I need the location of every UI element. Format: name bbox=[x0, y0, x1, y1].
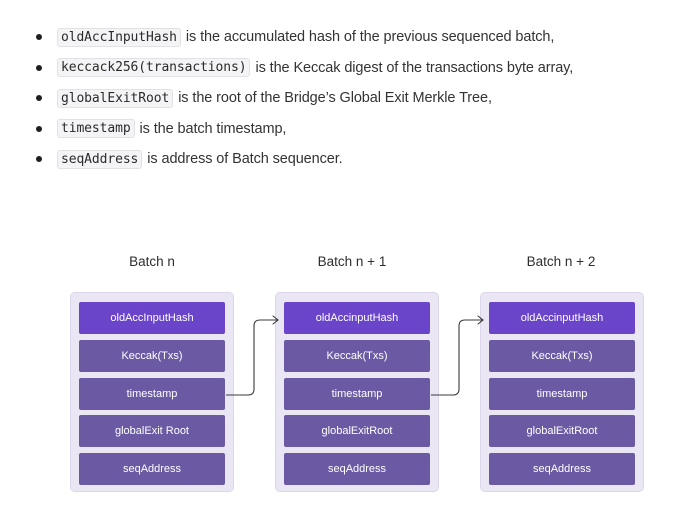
list-item: timestamp is the batch timestamp, bbox=[36, 114, 573, 145]
connector-arrow-2 bbox=[431, 319, 483, 396]
old-acc-input-hash-field: oldAccinputHash bbox=[489, 302, 635, 334]
timestamp-field: timestamp bbox=[284, 378, 430, 410]
list-item: keccack256(transactions) is the Keccak d… bbox=[36, 53, 573, 84]
batch-n-label: Batch n bbox=[129, 254, 175, 269]
bullet-icon bbox=[36, 125, 42, 132]
keccak-txs-field: Keccak(Txs) bbox=[284, 340, 430, 372]
list-item-text: is the batch timestamp, bbox=[139, 120, 287, 137]
inline-code: globalExitRoot bbox=[57, 88, 174, 108]
batch-n-plus-1-panel: oldAccinputHash Keccak(Txs) timestamp gl… bbox=[275, 292, 439, 492]
old-acc-input-hash-field: oldAccInputHash bbox=[79, 302, 225, 334]
global-exit-root-field: globalExitRoot bbox=[489, 415, 635, 447]
arrow-head-1 bbox=[272, 315, 279, 325]
inline-code: timestamp bbox=[57, 119, 135, 139]
inline-code: seqAddress bbox=[57, 149, 143, 169]
bullet-icon bbox=[36, 34, 42, 41]
batch-n-plus-2-panel: oldAccinputHash Keccak(Txs) timestamp gl… bbox=[480, 292, 644, 492]
timestamp-field: timestamp bbox=[79, 378, 225, 410]
list-item: globalExitRoot is the root of the Bridge… bbox=[36, 83, 573, 114]
list-item-text: is the accumulated hash of the previous … bbox=[185, 29, 555, 46]
inline-code: keccack256(transactions) bbox=[57, 58, 251, 78]
list-item: seqAddress is address of Batch sequencer… bbox=[36, 144, 573, 175]
list-item: oldAccInputHash is the accumulated hash … bbox=[36, 22, 573, 53]
list-item-text: is address of Batch sequencer. bbox=[147, 151, 343, 168]
batch-n-plus-1-label: Batch n + 1 bbox=[317, 254, 387, 269]
connector-arrow-1 bbox=[226, 319, 278, 396]
batch-n-plus-2-label: Batch n + 2 bbox=[526, 254, 596, 269]
arrow-head-2 bbox=[477, 315, 484, 325]
global-exit-root-field: globalExitRoot bbox=[284, 415, 430, 447]
timestamp-field: timestamp bbox=[489, 378, 635, 410]
bullet-icon bbox=[36, 156, 42, 163]
global-exit-root-field: globalExit Root bbox=[79, 415, 225, 447]
bullet-icon bbox=[36, 64, 42, 71]
seq-address-field: seqAddress bbox=[284, 453, 430, 485]
seq-address-field: seqAddress bbox=[79, 453, 225, 485]
bullet-icon bbox=[36, 95, 42, 102]
keccak-txs-field: Keccak(Txs) bbox=[489, 340, 635, 372]
seq-address-field: seqAddress bbox=[489, 453, 635, 485]
old-acc-input-hash-field: oldAccinputHash bbox=[284, 302, 430, 334]
list-item-text: is the Keccak digest of the transactions… bbox=[255, 59, 574, 76]
inline-code: oldAccInputHash bbox=[57, 27, 181, 47]
keccak-txs-field: Keccak(Txs) bbox=[79, 340, 225, 372]
list-item-text: is the root of the Bridge’s Global Exit … bbox=[178, 90, 492, 107]
batch-n-panel: oldAccInputHash Keccak(Txs) timestamp gl… bbox=[70, 292, 234, 492]
field-description-list: oldAccInputHash is the accumulated hash … bbox=[36, 22, 573, 175]
